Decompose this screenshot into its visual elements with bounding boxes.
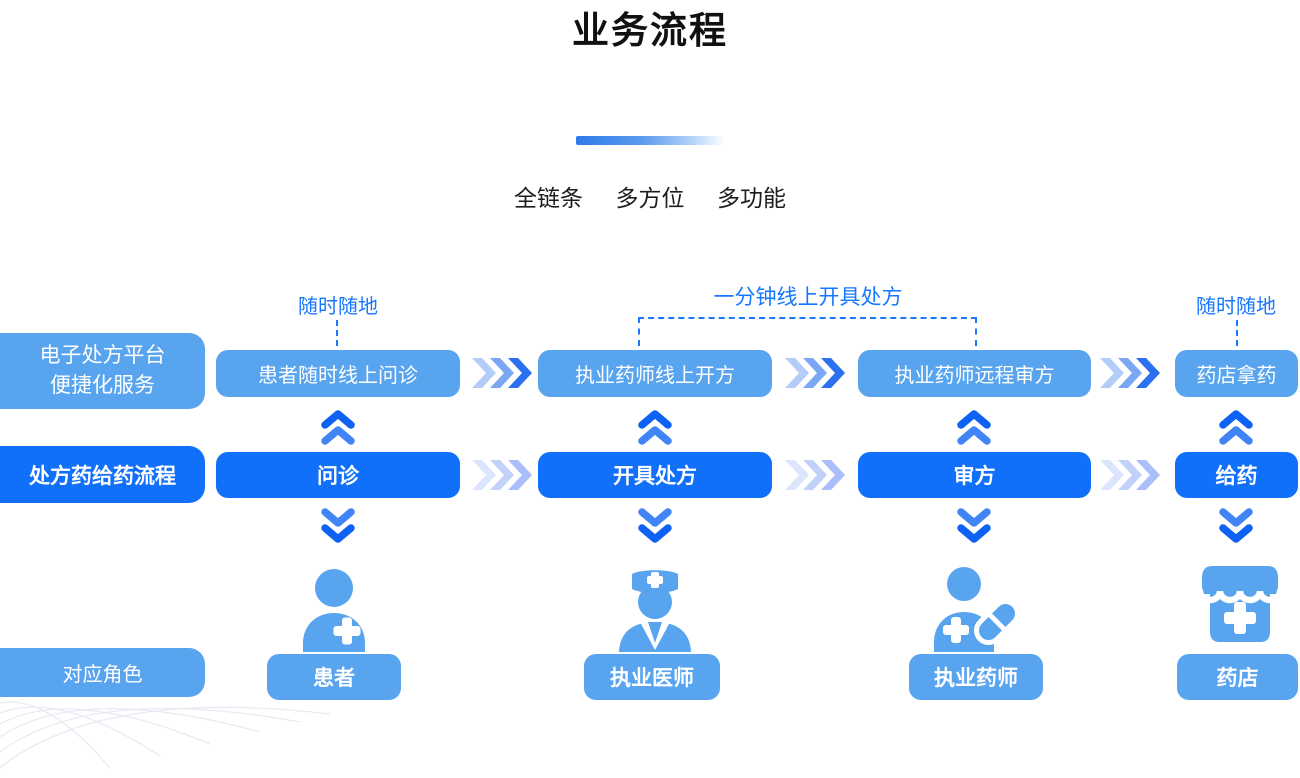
dashed-connector-right bbox=[1236, 320, 1238, 346]
chevron-down-icon bbox=[957, 508, 991, 543]
subtitle-part: 全链条 bbox=[514, 185, 584, 211]
chevron-right-icon bbox=[785, 460, 845, 490]
process-review: 审方 bbox=[858, 452, 1091, 498]
chevron-up-icon bbox=[1219, 410, 1253, 445]
patient-icon bbox=[303, 569, 365, 652]
role-label-patient: 患者 bbox=[267, 654, 401, 700]
chevron-right-icon bbox=[1100, 460, 1160, 490]
chevron-up-icon bbox=[638, 410, 672, 445]
chevron-down-icon bbox=[321, 508, 355, 543]
row-label-platform-line1: 电子处方平台 bbox=[39, 343, 166, 367]
annotation-anytime-left: 随时随地 bbox=[298, 296, 378, 318]
row-label-platform: 电子处方平台 便捷化服务 bbox=[0, 333, 205, 409]
chevron-right-icon bbox=[472, 358, 532, 388]
row-label-process: 处方药给药流程 bbox=[0, 446, 205, 503]
dashed-connector-left bbox=[336, 320, 338, 346]
step-online-consult: 患者随时线上问诊 bbox=[216, 350, 460, 397]
dashed-bracket bbox=[638, 317, 977, 346]
row-label-roles: 对应角色 bbox=[0, 648, 205, 697]
process-prescribe: 开具处方 bbox=[538, 452, 772, 498]
role-label-doctor: 执业医师 bbox=[584, 654, 720, 700]
annotation-one-minute: 一分钟线上开具处方 bbox=[713, 286, 903, 309]
pharmacist-icon bbox=[934, 567, 1020, 652]
chevron-down-icon bbox=[1219, 508, 1253, 543]
doctor-icon bbox=[619, 570, 691, 652]
step-online-prescribe: 执业药师线上开方 bbox=[538, 350, 772, 397]
subtitle-part: 多方位 bbox=[615, 185, 685, 211]
chevron-right-icon bbox=[1100, 358, 1160, 388]
chevron-up-icon bbox=[321, 410, 355, 445]
chevron-right-icon bbox=[472, 460, 532, 490]
corner-decoration-lines bbox=[0, 701, 331, 769]
page-title: 业务流程 bbox=[572, 10, 728, 51]
step-remote-review: 执业药师远程审方 bbox=[858, 350, 1091, 397]
title-highlight-bar bbox=[576, 136, 724, 145]
process-dispense: 给药 bbox=[1175, 452, 1298, 498]
process-consult: 问诊 bbox=[216, 452, 460, 498]
subtitle-part: 多功能 bbox=[716, 185, 786, 211]
role-label-pharmacy: 药店 bbox=[1177, 654, 1298, 700]
chevron-down-icon bbox=[638, 508, 672, 543]
chevron-up-icon bbox=[957, 410, 991, 445]
role-label-pharmacist: 执业药师 bbox=[909, 654, 1043, 700]
step-pickup-at-pharmacy: 药店拿药 bbox=[1175, 350, 1298, 397]
annotation-anytime-right: 随时随地 bbox=[1196, 296, 1276, 318]
row-label-platform-line2: 便捷化服务 bbox=[50, 374, 155, 397]
chevron-right-icon bbox=[785, 358, 845, 388]
page-subtitle: 全链条 多方位 多功能 bbox=[0, 179, 1300, 213]
pharmacy-store-icon bbox=[1196, 566, 1284, 642]
